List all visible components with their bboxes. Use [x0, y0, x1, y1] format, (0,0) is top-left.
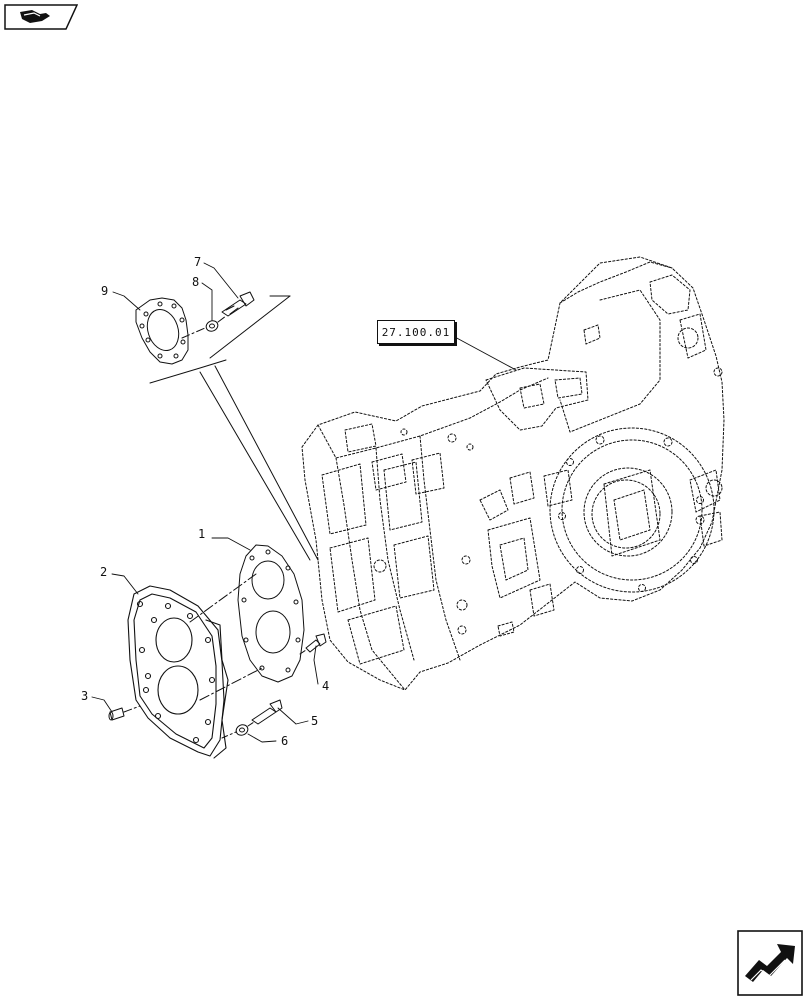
next-page-arrow-icon[interactable]: [737, 930, 803, 996]
part-5-bolt: [251, 699, 283, 725]
callout-9: 9: [101, 284, 109, 298]
callout-8: 8: [192, 275, 200, 289]
callout-5: 5: [311, 714, 319, 728]
part-7-bolt: [221, 291, 255, 317]
part-3-dowel-pin: [108, 707, 125, 721]
callout-3: 3: [81, 689, 89, 703]
callout-2: 2: [100, 565, 108, 579]
callout-7: 7: [194, 255, 202, 269]
part-6-washer: [235, 724, 249, 736]
callout-4: 4: [322, 679, 330, 693]
callout-6: 6: [281, 734, 289, 748]
part-2-cover-plate: [127, 585, 229, 759]
part-8-washer: [205, 320, 219, 332]
reference-box[interactable]: 27.100.01: [377, 320, 455, 344]
part-4-bolt: [305, 633, 327, 653]
callout-leaders: [91, 262, 517, 743]
part-1-gasket: [237, 544, 305, 683]
callout-1: 1: [198, 527, 206, 541]
transmission-housing: [301, 256, 725, 691]
book-return-icon[interactable]: [4, 4, 78, 30]
reference-box-label: 27.100.01: [381, 325, 451, 339]
part-9-ring-gasket: [135, 297, 189, 365]
